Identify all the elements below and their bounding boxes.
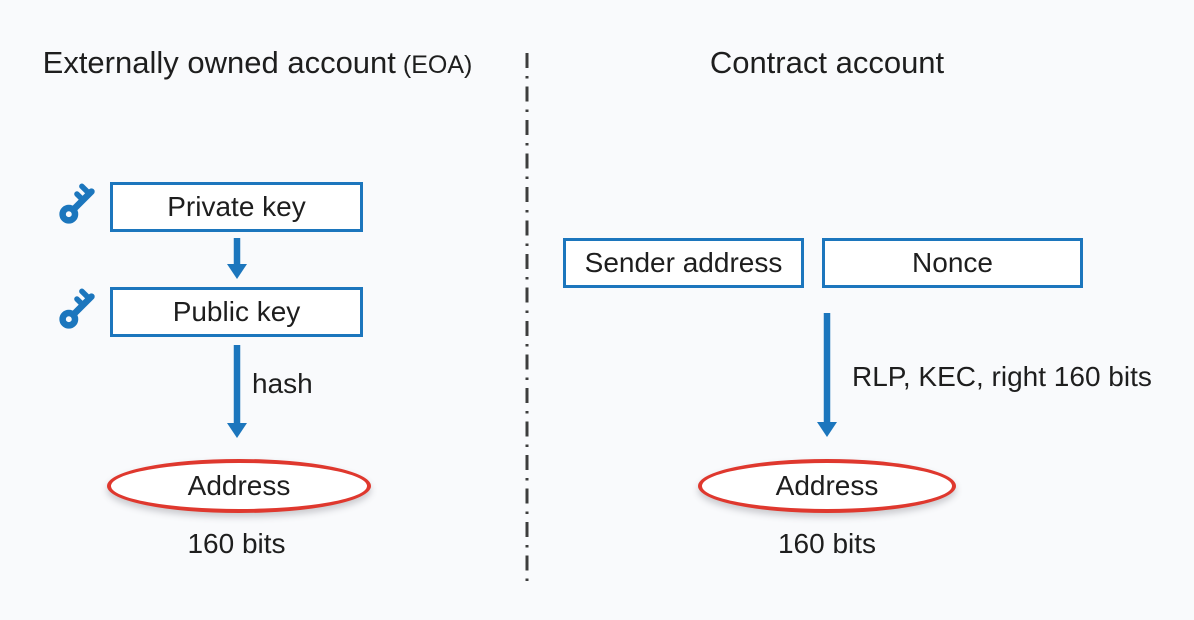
rlp-kec-label: RLP, KEC, right 160 bits (852, 361, 1152, 392)
eoa-bits-label: 160 bits (187, 528, 286, 559)
panel-divider (525, 53, 529, 588)
eoa-address-ellipse: Address (107, 459, 371, 513)
sender-address-box: Sender address (563, 238, 804, 288)
eoa-title-suffix: (EOA) (402, 51, 473, 79)
arrow-public-to-address (227, 345, 247, 438)
eoa-title: Externally owned account(EOA) (0, 45, 515, 83)
key-icon (59, 288, 95, 329)
eoa-title-text: Externally owned account (42, 45, 396, 80)
nonce-label: Nonce (912, 247, 993, 278)
arrow-sender-nonce-to-address (817, 313, 837, 437)
hash-label: hash (252, 368, 313, 399)
contract-address-label: Address (775, 470, 879, 501)
public-key-box: Public key (110, 287, 363, 337)
private-key-box: Private key (110, 182, 363, 232)
contract-address-ellipse: Address (698, 459, 956, 513)
private-key-label: Private key (167, 191, 306, 222)
key-icon (59, 183, 95, 224)
eoa-address-label: Address (187, 470, 291, 501)
contract-title: Contract account (709, 45, 945, 80)
sender-address-label: Sender address (584, 247, 783, 278)
contract-bits-label: 160 bits (777, 528, 877, 559)
public-key-label: Public key (172, 296, 301, 327)
nonce-box: Nonce (822, 238, 1083, 288)
arrow-private-to-public (227, 238, 247, 279)
